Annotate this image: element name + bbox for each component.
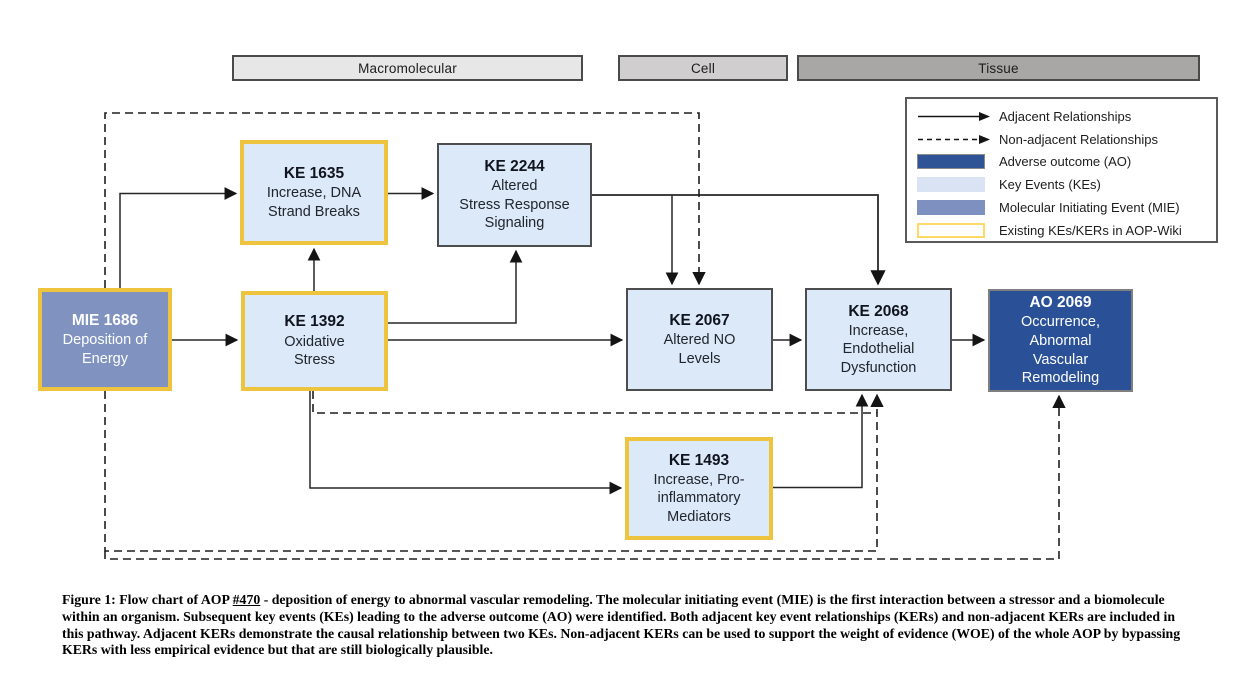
node-body: Increase, Endothelial Dysfunction (840, 322, 917, 376)
node-mie-1686: MIE 1686 Deposition of Energy (38, 288, 172, 391)
yellow-outline-swatch-icon (917, 222, 999, 238)
node-body: Increase, Pro- inflammatory Mediators (653, 471, 745, 525)
scale-header-macromolecular: Macromolecular (232, 55, 583, 81)
legend: Adjacent Relationships Non-adjacent Rela… (905, 97, 1218, 243)
arrow-ke1392-to-ke1493 (309, 391, 623, 495)
node-title: KE 1392 (284, 313, 345, 331)
arrow-ke1392-to-ke2244 (388, 249, 523, 324)
node-title: KE 1493 (668, 451, 730, 469)
node-title: KE 1635 (283, 164, 345, 182)
node-ao-2069: AO 2069 Occurrence, Abnormal Vascular Re… (988, 289, 1133, 392)
node-body: Altered Stress Response Signaling (459, 178, 570, 232)
node-ke-2068: KE 2068 Increase, Endothelial Dysfunctio… (805, 288, 952, 391)
node-body: Deposition of Energy (62, 332, 148, 367)
dark-blue-swatch-icon (917, 154, 999, 170)
arrow-ke2244-to-ke2068 (592, 194, 886, 286)
node-title: MIE 1686 (71, 311, 139, 329)
dashed-line-ke1392-to-ke2068 (312, 391, 877, 414)
legend-label: Molecular Initiating Event (MIE) (999, 200, 1180, 216)
caption-prefix: Figure 1: Flow chart of AOP (62, 592, 233, 607)
node-ke-1493: KE 1493 Increase, Pro- inflammatory Medi… (625, 437, 773, 540)
arrow-ke1493-to-ke2068 (773, 393, 869, 489)
legend-row-mie: Molecular Initiating Event (MIE) (917, 196, 1210, 219)
legend-row-key-events: Key Events (KEs) (917, 173, 1210, 196)
node-ke-2067: KE 2067 Altered NO Levels (626, 288, 773, 391)
legend-row-non-adjacent: Non-adjacent Relationships (917, 128, 1210, 151)
aop-470-link[interactable]: #470 (232, 592, 261, 607)
arrow-mie1686-to-ke1635 (119, 187, 238, 288)
node-ke-2244: KE 2244 Altered Stress Response Signalin… (437, 143, 592, 247)
node-ke-1635: KE 1635 Increase, DNA Strand Breaks (240, 140, 388, 245)
scale-header-tissue: Tissue (797, 55, 1200, 81)
caption-body: - deposition of energy to abnormal vascu… (62, 592, 1181, 658)
legend-label: Adverse outcome (AO) (999, 154, 1132, 170)
legend-label: Key Events (KEs) (999, 177, 1101, 193)
dashed-arrow-mie1686-to-ke2067 (104, 112, 706, 288)
legend-row-adjacent: Adjacent Relationships (917, 105, 1210, 128)
node-body: Occurrence, Abnormal Vascular Remodeling (1021, 314, 1100, 387)
legend-label: Non-adjacent Relationships (999, 131, 1158, 147)
legend-label: Adjacent Relationships (999, 108, 1132, 124)
mid-blue-swatch-icon (917, 200, 999, 216)
legend-label: Existing KEs/KERs in AOP-Wiki (999, 222, 1182, 238)
node-title: KE 2068 (848, 302, 909, 320)
scale-header-cell: Cell (618, 55, 788, 81)
dashed-arrow-icon (917, 134, 999, 145)
node-body: Altered NO Levels (663, 332, 736, 367)
figure-caption: Figure 1: Flow chart of AOP #470 - depos… (62, 592, 1195, 659)
node-body: Oxidative Stress (284, 333, 345, 369)
node-ke-1392: KE 1392 Oxidative Stress (241, 291, 388, 391)
node-title: AO 2069 (1029, 294, 1092, 312)
dashed-arrow-mie1686-to-ke2068 (104, 391, 884, 552)
node-title: KE 2067 (669, 311, 730, 329)
legend-row-aop-wiki: Existing KEs/KERs in AOP-Wiki (917, 219, 1210, 242)
node-title: KE 2244 (484, 158, 545, 176)
solid-arrow-icon (917, 111, 999, 122)
legend-row-adverse-outcome: Adverse outcome (AO) (917, 151, 1210, 174)
dashed-arrow-mie1686-to-ao2069 (104, 394, 1066, 560)
light-blue-swatch-icon (917, 177, 999, 193)
node-body: Increase, DNA Strand Breaks (266, 185, 362, 220)
